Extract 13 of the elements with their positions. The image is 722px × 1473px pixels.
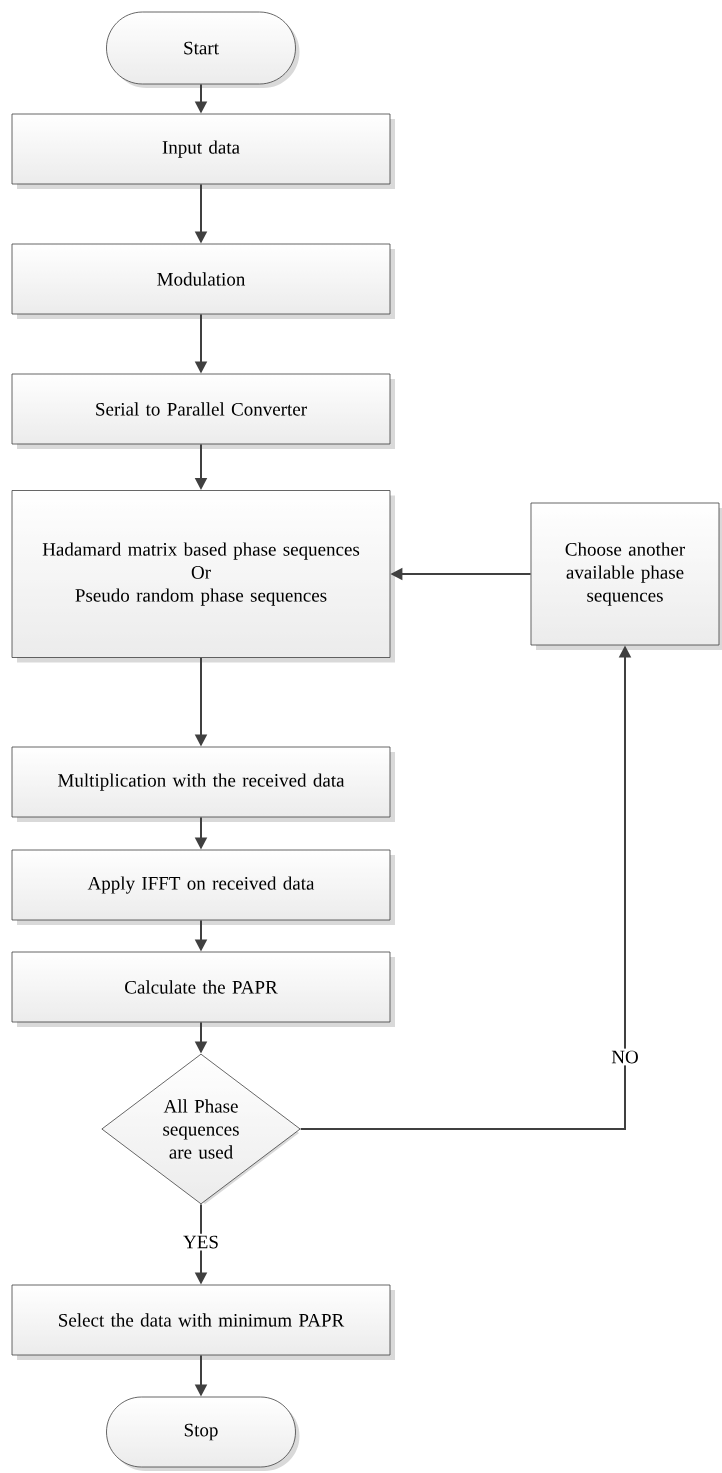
- process-box: Apply IFFT on received data: [11, 849, 395, 925]
- process-box: Select the data with minimum PAPR: [11, 1284, 395, 1360]
- process-box: Choose another available phase sequences: [530, 502, 722, 650]
- stop-terminal: Stop: [106, 1396, 300, 1471]
- process-box: Multiplication with the received data: [11, 746, 395, 822]
- process-box: Calculate the PAPR: [11, 951, 395, 1027]
- process-box: Serial to Parallel Converter: [11, 373, 395, 449]
- start-terminal: Start: [106, 11, 300, 88]
- edge-label: NO: [609, 1048, 641, 1066]
- process-box: Input data: [11, 113, 395, 189]
- process-box: Hadamard matrix based phase sequences Or Pseudo random phase sequences: [11, 490, 395, 663]
- edge-label: YES: [181, 1233, 221, 1251]
- process-box: Modulation: [11, 243, 395, 319]
